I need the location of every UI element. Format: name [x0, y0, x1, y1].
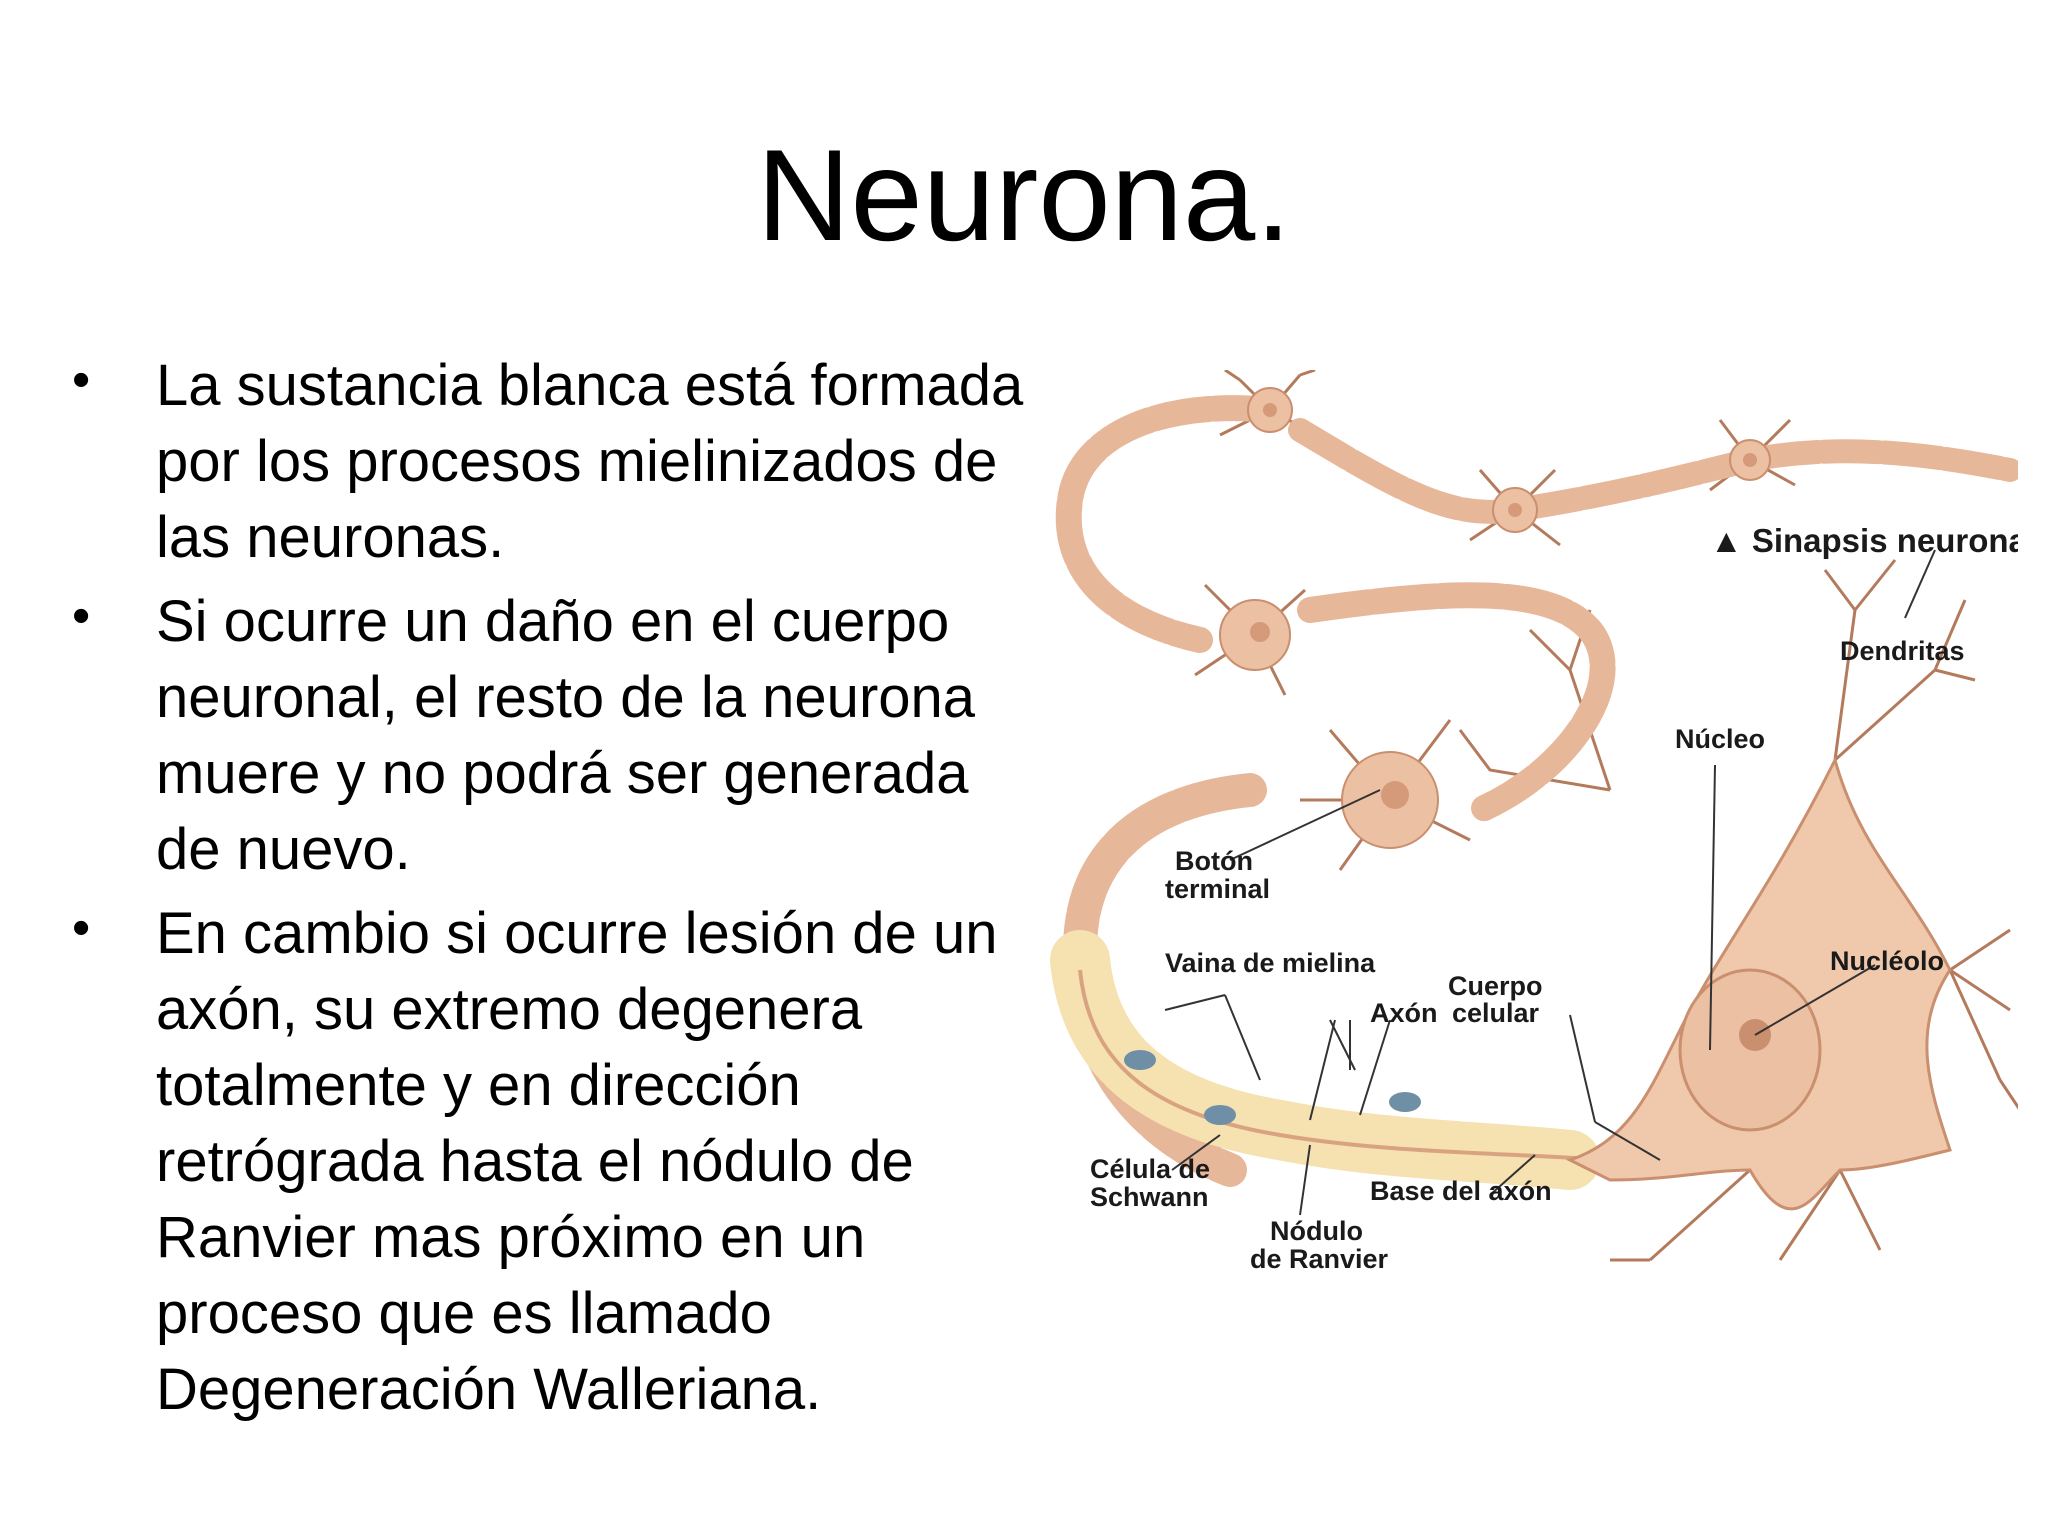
small-neuron-nuclei: [1250, 403, 1757, 809]
label-node-line1: Nódulo: [1270, 1216, 1363, 1246]
label-nucleolus: Nucléolo: [1830, 946, 1944, 976]
label-schwann-line1: Célula de: [1090, 1154, 1210, 1184]
bullet-text: Si ocurre un daño en el cuerpo neuronal,…: [156, 589, 976, 882]
label-axon: Axón: [1370, 998, 1438, 1028]
bullet-dot-icon: •: [72, 351, 91, 409]
label-myelin: Vaina de mielina: [1165, 948, 1376, 978]
main-axon: [1050, 930, 1611, 1190]
slide-title: Neurona.: [756, 122, 1292, 268]
label-terminal-line1: Botón: [1175, 846, 1253, 876]
label-nucleus: Núcleo: [1675, 724, 1765, 754]
bullet-text: La sustancia blanca está formada por los…: [156, 353, 1024, 570]
bullet-item: • La sustancia blanca está formada por l…: [70, 348, 1030, 576]
bullet-list: • La sustancia blanca está formada por l…: [70, 348, 1030, 1436]
label-cell-body-line1: Cuerpo: [1448, 971, 1543, 1001]
label-axon-base: Base del axón: [1370, 1176, 1552, 1206]
label-dendrites: Dendritas: [1840, 636, 1965, 666]
bullet-dot-icon: •: [72, 587, 91, 645]
large-neuron: [1566, 755, 1952, 1211]
label-schwann-line2: Schwann: [1090, 1182, 1209, 1212]
label-cell-body-line2: celular: [1452, 998, 1540, 1028]
bullet-dot-icon: •: [72, 899, 91, 957]
bullet-item: • Si ocurre un daño en el cuerpo neurona…: [70, 584, 1030, 888]
label-node-line2: de Ranvier: [1250, 1244, 1389, 1274]
label-terminal-line2: terminal: [1165, 874, 1270, 904]
neuron-diagram: ▲ Sinapsis neuronal Dendritas Núcleo Bot…: [1050, 370, 2018, 1274]
bullet-item: • En cambio si ocurre lesión de un axón,…: [70, 896, 1030, 1428]
label-synapse: ▲ Sinapsis neuronal: [1710, 522, 2018, 559]
bullet-text: En cambio si ocurre lesión de un axón, s…: [156, 901, 998, 1422]
label-leaders: [1164, 549, 1936, 1216]
